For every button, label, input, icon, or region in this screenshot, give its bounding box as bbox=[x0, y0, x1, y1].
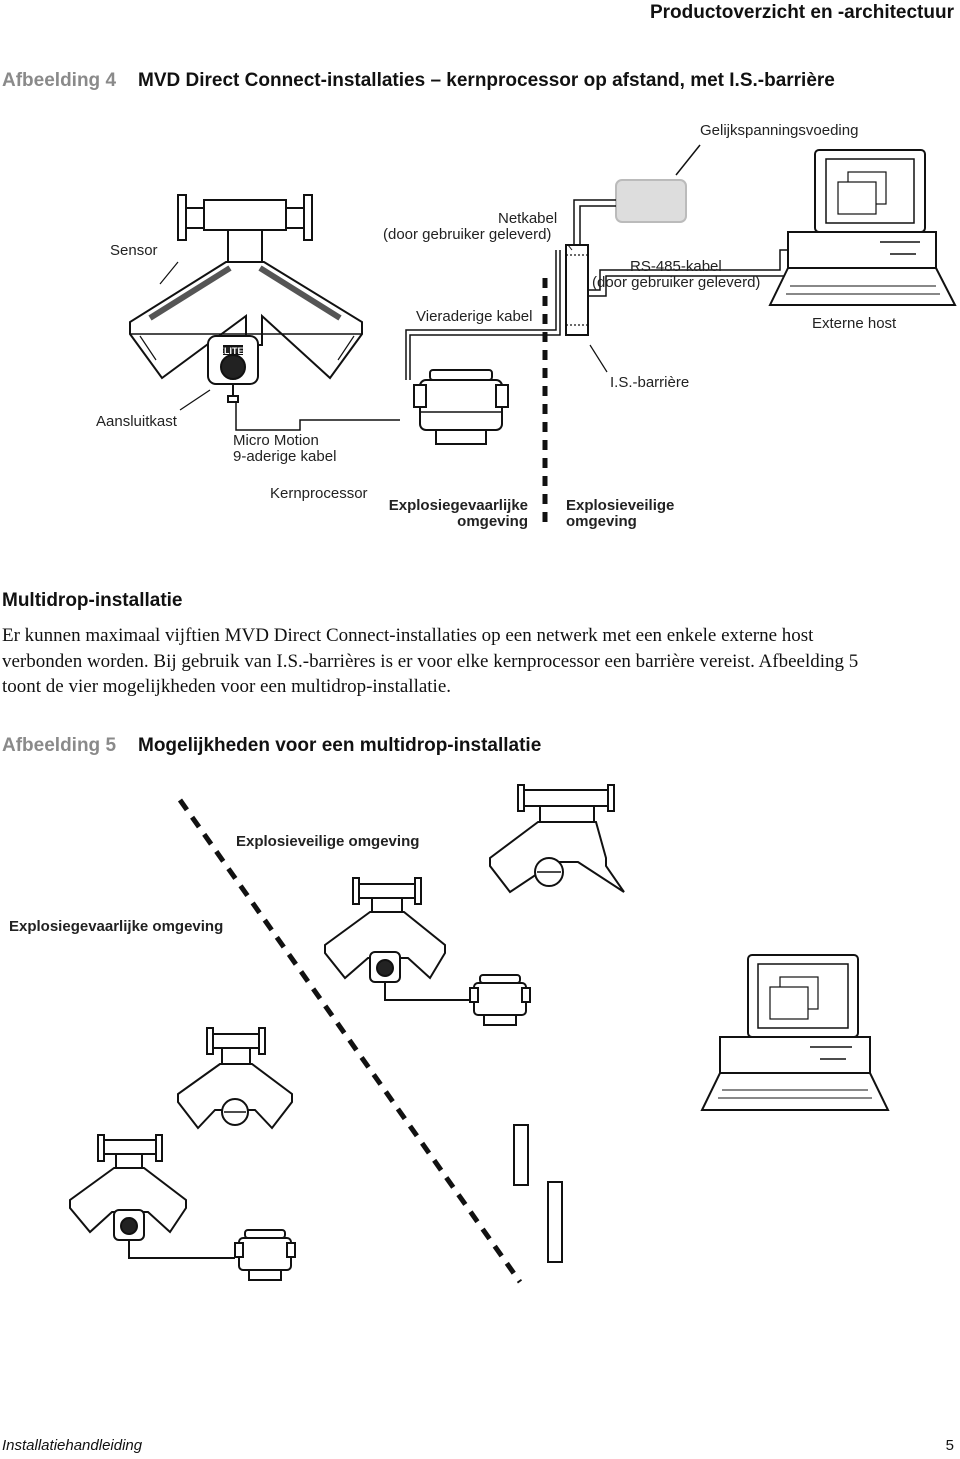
footer-doc-title: Installatiehandleiding bbox=[2, 1437, 143, 1454]
paragraph-line-3: toont de vier mogelijkheden voor een mul… bbox=[2, 676, 452, 697]
label-sensor: Sensor bbox=[110, 242, 158, 259]
sensor-icon-1 bbox=[489, 784, 625, 894]
power-supply-icon bbox=[615, 179, 687, 223]
host-computer-icon bbox=[768, 149, 957, 306]
sensor-icon bbox=[129, 194, 363, 380]
label-hazardous-area-fig5: Explosiegevaarlijke omgeving bbox=[9, 918, 224, 935]
label-power-supply: Gelijkspanningsvoeding bbox=[700, 122, 859, 139]
section-heading: Multidrop-installatie bbox=[2, 590, 183, 611]
is-barrier-icon-1 bbox=[513, 1124, 529, 1186]
figure5-number: Afbeelding 5 bbox=[2, 735, 117, 756]
sensor-icon-4 bbox=[69, 1134, 296, 1281]
junction-box-icon bbox=[207, 335, 259, 403]
label-rs485: RS-485-kabel bbox=[630, 258, 722, 275]
paragraph-line-1: Er kunnen maximaal vijftien MVD Direct C… bbox=[2, 625, 814, 646]
is-barrier-icon-2 bbox=[547, 1181, 563, 1263]
label-netkabel-note: (door gebruiker geleverd) bbox=[383, 226, 552, 243]
label-nine-wire-cable: 9-aderige kabel bbox=[233, 448, 337, 465]
sensor-icon-2 bbox=[324, 877, 531, 1026]
label-safe-area-2: omgeving bbox=[566, 513, 637, 530]
paragraph-line-2: verbonden worden. Bij gebruik van I.S.-b… bbox=[2, 651, 859, 672]
figure5-title: Mogelijkheden voor een multidrop-install… bbox=[138, 735, 542, 756]
figure4-title: MVD Direct Connect-installaties – kernpr… bbox=[138, 70, 835, 91]
label-safe-area-fig5: Explosieveilige omgeving bbox=[236, 833, 420, 850]
sensor-icon-3 bbox=[177, 1027, 293, 1130]
label-hazardous-area-2: omgeving bbox=[457, 513, 528, 530]
elite-badge: ELITE bbox=[218, 346, 244, 356]
host-computer-icon-2 bbox=[700, 954, 890, 1111]
label-hazardous-area: Explosiegevaarlijke bbox=[388, 497, 528, 514]
label-rs485-note: (door gebruiker geleverd) bbox=[592, 274, 761, 291]
figure4-diagram: ELITE bbox=[129, 144, 957, 530]
label-netkabel: Netkabel bbox=[498, 210, 558, 227]
label-safe-area: Explosieveilige bbox=[566, 497, 675, 514]
is-barrier-icon bbox=[565, 244, 589, 336]
label-core-processor: Kernprocessor bbox=[270, 485, 368, 502]
running-header: Productoverzicht en -architectuur bbox=[649, 2, 954, 23]
label-is-barrier: I.S.-barrière bbox=[610, 374, 690, 391]
figure4-number: Afbeelding 4 bbox=[2, 70, 117, 91]
label-external-host: Externe host bbox=[812, 315, 897, 332]
label-junction-box: Aansluitkast bbox=[96, 413, 177, 430]
core-processor-icon bbox=[413, 369, 509, 445]
page-number: 5 bbox=[945, 1437, 954, 1454]
label-micro-motion: Micro Motion bbox=[233, 432, 319, 449]
label-four-wire-cable: Vieraderige kabel bbox=[416, 308, 533, 325]
